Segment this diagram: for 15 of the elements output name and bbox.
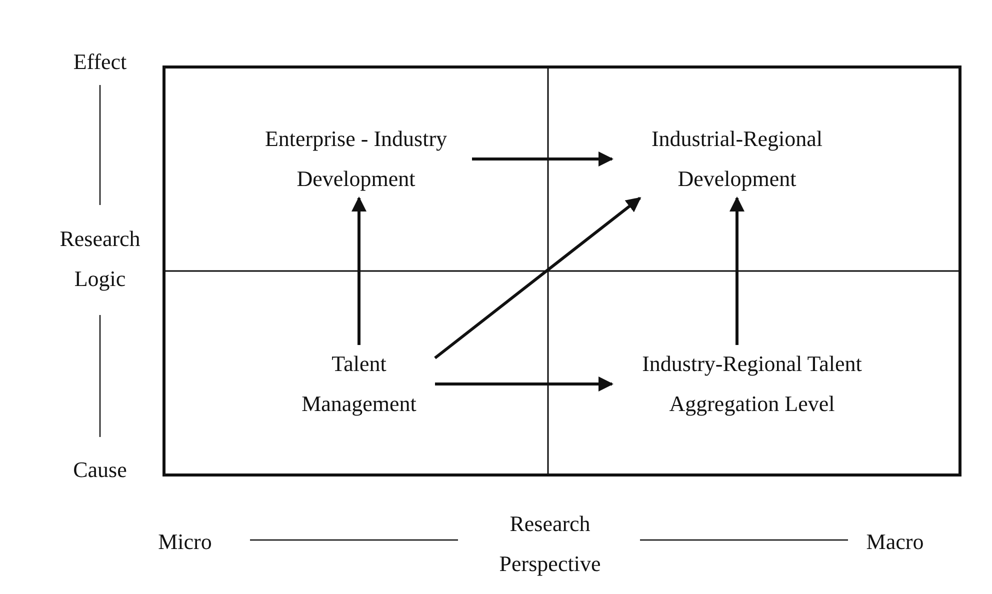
axis-label: Research Logic — [58, 225, 142, 293]
arrow — [472, 152, 614, 166]
axis-label: Effect — [72, 48, 128, 76]
arrow — [352, 196, 366, 345]
node-text: Industrial-Regional Development — [612, 120, 862, 198]
arrow — [435, 376, 614, 392]
node-text: Enterprise - Industry Development — [240, 120, 472, 198]
axis-label: Macro — [865, 528, 925, 556]
axis-label: Cause — [72, 456, 128, 484]
node-text: Talent Management — [283, 345, 435, 423]
axis-label: Research Perspective — [498, 510, 602, 578]
arrow — [434, 196, 642, 360]
arrow — [730, 196, 744, 345]
axis-label: Micro — [157, 528, 213, 556]
node-text: Industry-Regional Talent Aggregation Level — [612, 345, 892, 423]
